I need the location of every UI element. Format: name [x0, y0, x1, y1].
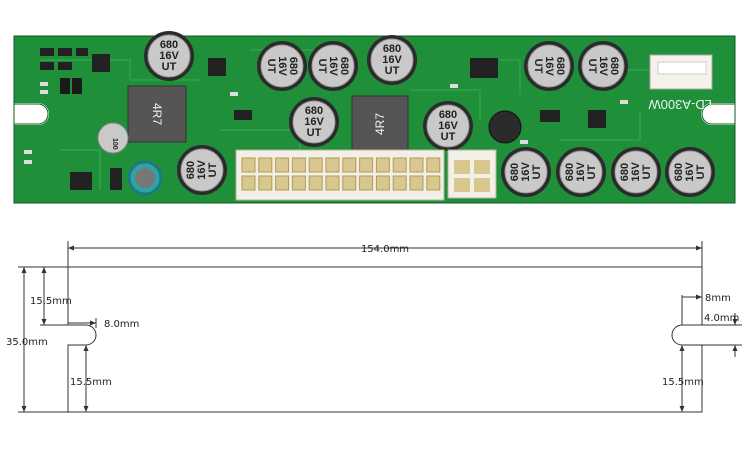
model-label: LD-A300W [648, 97, 712, 112]
connector-pin [308, 157, 323, 173]
svg-text:68016VUT: 68016VUT [382, 43, 402, 77]
connector-pin [392, 157, 407, 173]
lower-offset-right-label: 15.5mm [662, 377, 704, 388]
svg-text:68016VUT: 68016VUT [304, 105, 324, 139]
connector-pin [325, 157, 340, 173]
electrolytic-capacitor: 68016VUT [556, 147, 606, 197]
connector-pin [359, 175, 374, 191]
electrolytic-capacitor: 68016VUT [177, 145, 227, 195]
svg-text:4R7: 4R7 [373, 113, 387, 135]
svg-text:68016VUT: 68016VUT [265, 56, 299, 76]
svg-text:68016VUT: 68016VUT [159, 39, 179, 73]
connector-pin [291, 157, 306, 173]
connector-pin [409, 175, 424, 191]
connector-pin [241, 175, 256, 191]
svg-text:68016VUT: 68016VUT [532, 56, 566, 76]
overall-height-label: 35.0mm [6, 337, 48, 348]
electrolytic-capacitor: 68016VUT [501, 147, 551, 197]
floppy-power-header [649, 54, 713, 90]
electrolytic-capacitor: 68016VUT [308, 41, 358, 91]
svg-text:4R7: 4R7 [150, 103, 164, 125]
svg-text:68016VUT: 68016VUT [619, 162, 653, 182]
connector-pin [258, 175, 273, 191]
connector-pin [325, 175, 340, 191]
svg-text:68016VUT: 68016VUT [673, 162, 707, 182]
connector-pin [375, 175, 390, 191]
electrolytic-capacitor: 68016VUT [611, 147, 661, 197]
connector-pin [426, 175, 441, 191]
connector-pin [258, 157, 273, 173]
connector-pin [241, 157, 256, 173]
electrolytic-capacitor: 68016VUT [665, 147, 715, 197]
connector-pin [375, 157, 390, 173]
connector-pin [342, 175, 357, 191]
connector-pin [409, 157, 424, 173]
left-mount-slot [13, 103, 49, 125]
slot-width-label: 4.0mm [704, 313, 739, 324]
electrolytic-capacitor: 68016VUT [257, 41, 307, 91]
inductor-left: 4R7 [127, 85, 187, 143]
connector-pin [275, 157, 290, 173]
connector-pin [359, 157, 374, 173]
right-mount-slot [701, 103, 736, 125]
electrolytic-capacitor: 68016VUT [578, 41, 628, 91]
connector-pin [342, 157, 357, 173]
atx-4pin-connector [447, 149, 497, 199]
connector-pin [426, 157, 441, 173]
small-capacitor: 100 [97, 122, 129, 154]
overall-length-label: 154.0mm [361, 244, 409, 255]
upper-offset-label: 15.5mm [30, 296, 72, 307]
connector-pin [392, 175, 407, 191]
inductor-center: 4R7 [351, 95, 409, 153]
svg-text:68016VUT: 68016VUT [586, 56, 620, 76]
electrolytic-capacitor: 68016VUT [524, 41, 574, 91]
svg-text:68016VUT: 68016VUT [316, 56, 350, 76]
dimension-drawing: 154.0mm 35.0mm 15.5mm 8.0mm 15.5mm 8mm 4… [6, 241, 742, 413]
connector-pin [291, 175, 306, 191]
slot-right-label: 8mm [705, 293, 731, 304]
connector-pin [275, 175, 290, 191]
svg-text:68016VUT: 68016VUT [564, 162, 598, 182]
black-capacitor [488, 110, 522, 144]
svg-text:68016VUT: 68016VUT [509, 162, 543, 182]
connector-pin [308, 175, 323, 191]
slot-length-label: 8.0mm [104, 319, 139, 330]
svg-text:68016VUT: 68016VUT [185, 160, 219, 180]
board-outline [67, 266, 703, 413]
svg-text:100: 100 [111, 138, 118, 150]
svg-text:68016VUT: 68016VUT [438, 109, 458, 143]
atx-24pin-connector [235, 149, 445, 201]
lower-offset-left-label: 15.5mm [70, 377, 112, 388]
